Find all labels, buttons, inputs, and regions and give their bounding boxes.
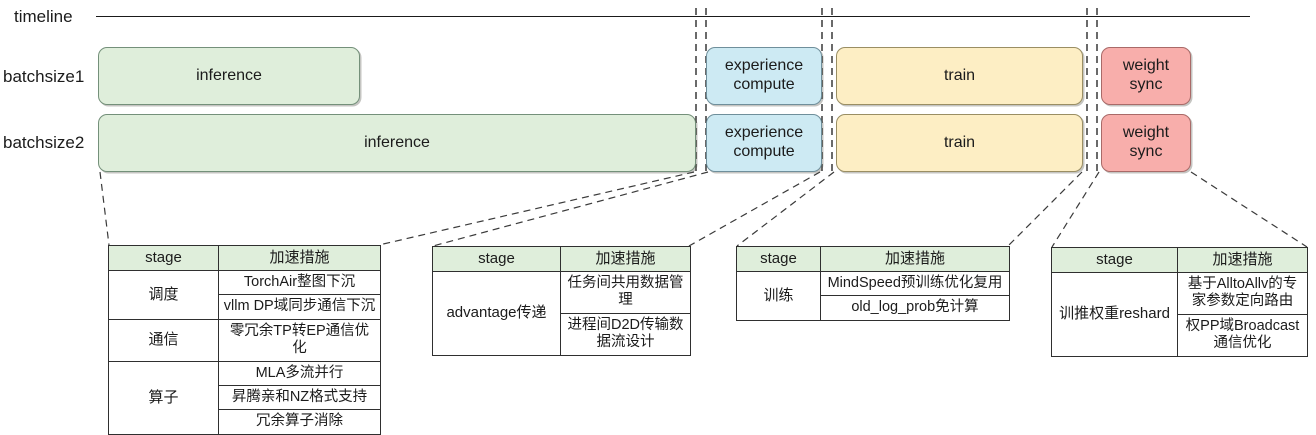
header-stage: stage xyxy=(1051,247,1178,273)
bar-label: train xyxy=(943,66,976,84)
measure-cell: 昇腾亲和NZ格式支持 xyxy=(218,384,381,411)
bar-label-line1: weight xyxy=(1122,124,1170,142)
measure-cell: 基于AlltoAllv的专家参数定向路由 xyxy=(1177,272,1308,315)
callout-line xyxy=(688,171,821,247)
callout-line xyxy=(736,171,835,247)
callout-line xyxy=(1007,171,1083,247)
stage-cell: 训推权重reshard xyxy=(1051,272,1178,357)
stage-cell: 训练 xyxy=(736,271,821,321)
measure-cell: 进程间D2D传输数据流设计 xyxy=(560,312,691,356)
table-row: vllm DP域同步通信下沉 xyxy=(109,294,381,320)
table-row: 昇腾亲和NZ格式支持 xyxy=(109,384,381,411)
stage-cell: advantage传递 xyxy=(432,271,561,356)
bar-label-line2: sync xyxy=(1129,76,1163,93)
bar-bs1-weight-sync[interactable]: weight sync xyxy=(1101,47,1191,105)
bar-bs2-train[interactable]: train xyxy=(836,114,1083,172)
header-measure: 加速措施 xyxy=(820,246,1010,272)
stage-cell: 调度 xyxy=(108,270,219,320)
bar-label-line1: experience xyxy=(724,124,804,142)
measure-cell: MLA多流并行 xyxy=(218,360,381,386)
header-measure: 加速措施 xyxy=(218,245,381,271)
header-stage: stage xyxy=(432,246,561,272)
timeline-axis xyxy=(96,16,1250,17)
bar-label: inference xyxy=(364,133,430,151)
bar-label-line2: sync xyxy=(1129,143,1163,160)
bar-bs1-train[interactable]: train xyxy=(836,47,1083,105)
batchsize1-label: batchsize1 xyxy=(3,67,85,86)
callout-line xyxy=(432,171,709,247)
bar-label: weight sync xyxy=(1123,57,1169,95)
measure-cell: MindSpeed预训练优化复用 xyxy=(820,270,1010,297)
header-measure: 加速措施 xyxy=(1177,247,1308,273)
bar-label-line1: weight xyxy=(1122,57,1170,75)
measure-cell: 零冗余TP转EP通信优化 xyxy=(218,318,381,362)
stage-cell: 通信 xyxy=(108,318,219,362)
bar-label: train xyxy=(943,133,976,151)
header-stage: stage xyxy=(108,245,219,271)
header-measure: 加速措施 xyxy=(560,246,691,272)
measure-cell: 冗余算子消除 xyxy=(218,409,381,435)
bar-label: inference xyxy=(196,66,262,84)
table-row: old_log_prob免计算 xyxy=(737,295,1010,321)
table-row: 冗余算子消除 xyxy=(109,409,381,435)
bar-bs1-experience-compute[interactable]: experience compute xyxy=(706,47,822,105)
bar-bs2-experience-compute[interactable]: experience compute xyxy=(706,114,822,172)
bar-label: experience compute xyxy=(725,57,803,95)
bar-bs2-inference[interactable]: inference xyxy=(98,114,696,172)
callout-line xyxy=(99,171,110,246)
bar-label-line2: compute xyxy=(733,143,795,160)
table-row: 权PP域Broadcast通信优化 xyxy=(1052,313,1308,357)
callout-line xyxy=(378,171,695,246)
bar-bs2-weight-sync[interactable]: weight sync xyxy=(1101,114,1191,172)
measure-cell: TorchAir整图下沉 xyxy=(218,269,381,296)
measure-cell: old_log_prob免计算 xyxy=(820,295,1010,321)
bar-bs1-inference[interactable]: inference xyxy=(98,47,360,105)
timeline-label: timeline xyxy=(14,7,73,26)
callout-line xyxy=(1190,171,1308,248)
header-stage: stage xyxy=(736,246,821,272)
table-row: 通信零冗余TP转EP通信优化 xyxy=(108,318,381,362)
stage-cell: 算子 xyxy=(108,360,219,435)
table-row: 进程间D2D传输数据流设计 xyxy=(433,312,691,356)
bar-label: experience compute xyxy=(725,124,803,162)
bar-label: weight sync xyxy=(1123,124,1169,162)
callout-line xyxy=(1051,171,1100,248)
bar-label-line1: experience xyxy=(724,57,804,75)
measure-cell: vllm DP域同步通信下沉 xyxy=(218,294,381,320)
batchsize2-label: batchsize2 xyxy=(3,133,85,152)
table-row: advantage传递任务间共用数据管理 xyxy=(432,271,691,356)
measure-cell: 权PP域Broadcast通信优化 xyxy=(1177,313,1308,357)
measure-cell: 任务间共用数据管理 xyxy=(560,271,691,314)
bar-label-line2: compute xyxy=(733,76,795,93)
